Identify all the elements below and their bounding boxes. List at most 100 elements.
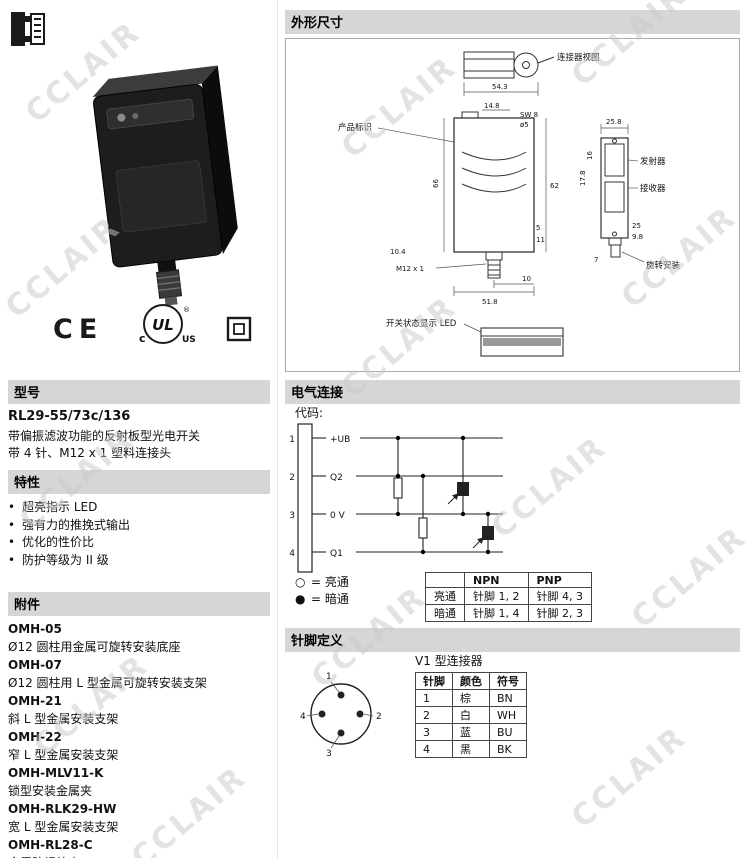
dim-54-3: 54.3	[492, 83, 508, 91]
table-row: 暗通 针脚 1, 4 针脚 2, 3	[425, 604, 592, 622]
emitter-label: 发射器	[640, 156, 666, 167]
mode-pnp-pins: 针脚 4, 3	[527, 587, 592, 605]
dim-66: 66	[432, 179, 440, 188]
mode-col-empty	[425, 572, 465, 588]
feature-item: • 超亮指示 LED	[8, 499, 270, 517]
dim-14-8: 14.8	[484, 102, 500, 110]
legend-text: = 暗通	[311, 592, 349, 606]
accessory-code: OMH-05	[8, 622, 62, 636]
features-section: 特性 • 超亮指示 LED • 强有力的推挽式输出 • 优化的性价比 • 防护等级为 I…	[8, 470, 270, 569]
accessory-desc: 金属防焊外壳	[8, 854, 270, 858]
pin-col-header: 针脚	[415, 672, 453, 690]
rotate-mount-label: 旋转安装	[646, 260, 681, 271]
dim-25: 25	[632, 222, 641, 230]
pin-num: 2	[289, 473, 295, 483]
filled-circle-icon: ●	[295, 592, 306, 606]
legend-text: = 亮通	[311, 575, 349, 589]
sensor-symbol-icon	[8, 8, 50, 53]
pin-symbol: BN	[489, 689, 527, 707]
accessory-item: OMH-07 Ø12 圆柱用 L 型金属可旋转安装支架	[8, 656, 270, 692]
dim-m12: M12 x 1	[396, 265, 424, 273]
dim-11: 11	[536, 236, 545, 244]
features-header: 特性	[8, 470, 270, 494]
table-row: 2 白 WH	[415, 706, 527, 724]
pin-color: 棕	[452, 689, 490, 707]
table-row: 亮通 针脚 1, 2 针脚 4, 3	[425, 587, 592, 605]
pin-num: 4	[289, 549, 295, 559]
accessory-desc: 斜 L 型金属安装支架	[8, 712, 119, 726]
feature-text: 超亮指示 LED	[22, 500, 98, 514]
dim-7: 7	[594, 256, 598, 264]
pin-number: 4	[415, 740, 453, 758]
accessory-code: OMH-21	[8, 694, 62, 708]
pin-symbol: WH	[489, 706, 527, 724]
table-row: 1 棕 BN	[415, 689, 527, 707]
pin-color: 白	[452, 706, 490, 724]
led-label: 开关状态显示 LED	[386, 318, 457, 329]
pin-label: 0 V	[330, 511, 346, 521]
connector-pin-3: 3	[326, 749, 332, 759]
accessory-code: OMH-MLV11-K	[8, 766, 104, 780]
dim-9-8: 9.8	[632, 233, 643, 241]
accessory-code: OMH-RL28-C	[8, 838, 93, 852]
code-label: 代码:	[295, 406, 324, 420]
dim-17-8: 17.8	[579, 170, 587, 186]
table-row: 4 黑 BK	[415, 740, 527, 758]
bullet-icon: •	[8, 500, 16, 514]
accessory-desc: 锁型安装金属夹	[8, 784, 93, 798]
dim-25-8: 25.8	[606, 118, 622, 126]
bullet-icon: •	[8, 552, 16, 567]
ul-us: US	[182, 335, 195, 345]
electrical-header: 电气连接	[285, 380, 740, 404]
dimensions-header: 外形尺寸	[285, 10, 740, 34]
dim-51-8: 51.8	[482, 298, 498, 306]
accessory-code: OMH-07	[8, 658, 62, 672]
accessory-desc: Ø12 圆柱用金属可旋转安装底座	[8, 640, 181, 654]
mode-npn-pins: 针脚 1, 2	[464, 587, 529, 605]
dim-10: 10	[522, 275, 531, 283]
connector-face-diagram: 1 2 3 4	[293, 664, 389, 763]
feature-item: • 强有力的推挽式输出	[8, 517, 270, 535]
watermark: CCLAIR	[564, 719, 694, 836]
accessory-code: OMH-22	[8, 730, 62, 744]
watermark: CCLAIR	[624, 519, 752, 636]
bullet-icon: •	[8, 535, 16, 549]
pin-number: 2	[415, 706, 453, 724]
receiver-label: 接收器	[640, 183, 666, 194]
model-description-line2: 带 4 针、M12 x 1 塑料连接头	[8, 446, 172, 460]
accessory-item: OMH-21 斜 L 型金属安装支架	[8, 692, 270, 728]
accessory-item: OMH-22 窄 L 型金属安装支架	[8, 728, 270, 764]
model-number: RL29-55/73c/136	[8, 409, 131, 424]
dimension-drawing-box: 连接器视图 54.3 14.8 SW 8 ø5	[285, 38, 740, 372]
open-circle-icon: ○	[295, 575, 306, 589]
accessories-header: 附件	[8, 592, 270, 616]
dim-sw8: SW 8	[520, 111, 538, 119]
mode-col-pnp: PNP	[527, 572, 592, 588]
model-section: 型号 RL29-55/73c/136 带偏振滤波功能的反射板型光电开关 带 4 …	[8, 380, 270, 462]
dim-10-4: 10.4	[390, 248, 406, 256]
pin-label: Q1	[330, 549, 343, 559]
pin-num: 1	[289, 435, 295, 445]
accessory-desc: Ø12 圆柱用 L 型金属可旋转安装支架	[8, 676, 207, 690]
feature-text: 强有力的推挽式输出	[22, 517, 131, 532]
pin-color-table: 针脚 颜色 符号 1 棕 BN 2 白 WH 3 蓝 BU 4 黑 BK	[415, 672, 527, 758]
pin-color: 蓝	[452, 723, 490, 741]
pin-color: 黑	[452, 740, 490, 758]
output-legend: ○ = 亮通 ● = 暗通	[295, 574, 349, 608]
mode-name: 暗通	[425, 604, 465, 622]
mode-pnp-pins: 针脚 2, 3	[527, 604, 592, 622]
ul-letters: UL	[152, 316, 174, 334]
pin-symbol: BK	[489, 740, 527, 758]
pin-number: 1	[415, 689, 453, 707]
feature-text: 优化的性价比	[22, 535, 95, 549]
bullet-icon: •	[8, 517, 16, 532]
protection-class-2-icon	[226, 316, 252, 345]
legend-dark-on: ● = 暗通	[295, 591, 349, 608]
ce-mark: CE	[53, 314, 104, 345]
pin-num: 3	[289, 511, 295, 521]
accessory-code: OMH-RLK29-HW	[8, 802, 117, 816]
feature-text: 防护等级为 II 级	[22, 552, 109, 567]
mode-npn-pins: 针脚 1, 4	[464, 604, 529, 622]
accessory-desc: 窄 L 型金属安装支架	[8, 748, 119, 762]
